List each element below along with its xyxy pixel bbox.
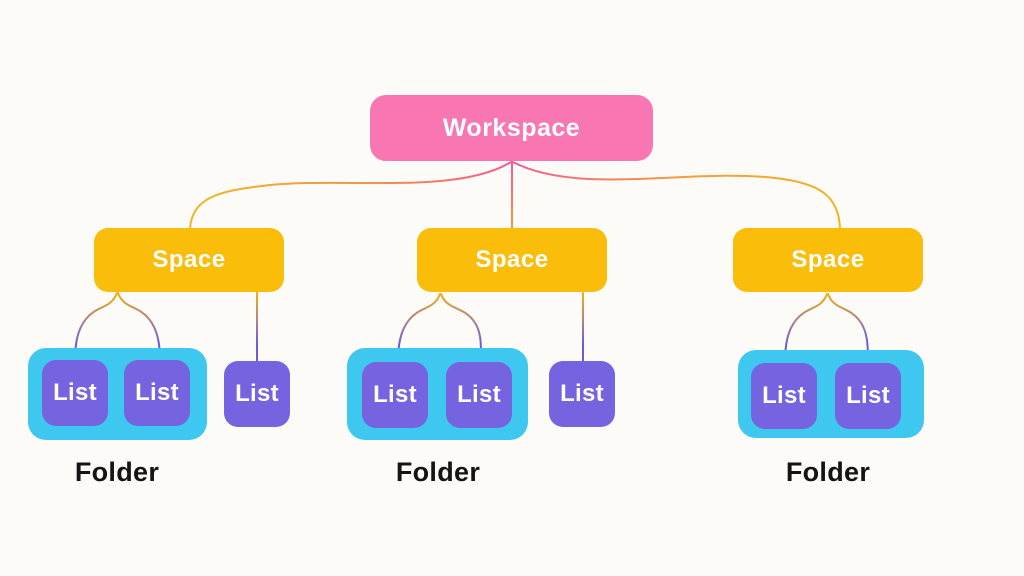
workspace-node: Workspace (370, 95, 653, 161)
standalone-list-node-1: List (224, 361, 290, 427)
list-node-1b: List (124, 360, 190, 426)
connector-workspace-to-space-right (512, 161, 841, 230)
folder-label-3: Folder (785, 457, 871, 487)
standalone-list-node-2: List (549, 361, 615, 427)
space-node-2: Space (417, 228, 607, 292)
list-node-2a: List (362, 362, 428, 428)
folder-label-1: Folder (74, 457, 160, 487)
folder-label-2: Folder (395, 457, 481, 487)
list-node-3a: List (751, 363, 817, 429)
connector-workspace-to-space-left (189, 161, 512, 230)
list-node-2b: List (446, 362, 512, 428)
list-node-3b: List (835, 363, 901, 429)
list-node-1a: List (42, 360, 108, 426)
space-node-3: Space (733, 228, 923, 292)
space-node-1: Space (94, 228, 284, 292)
